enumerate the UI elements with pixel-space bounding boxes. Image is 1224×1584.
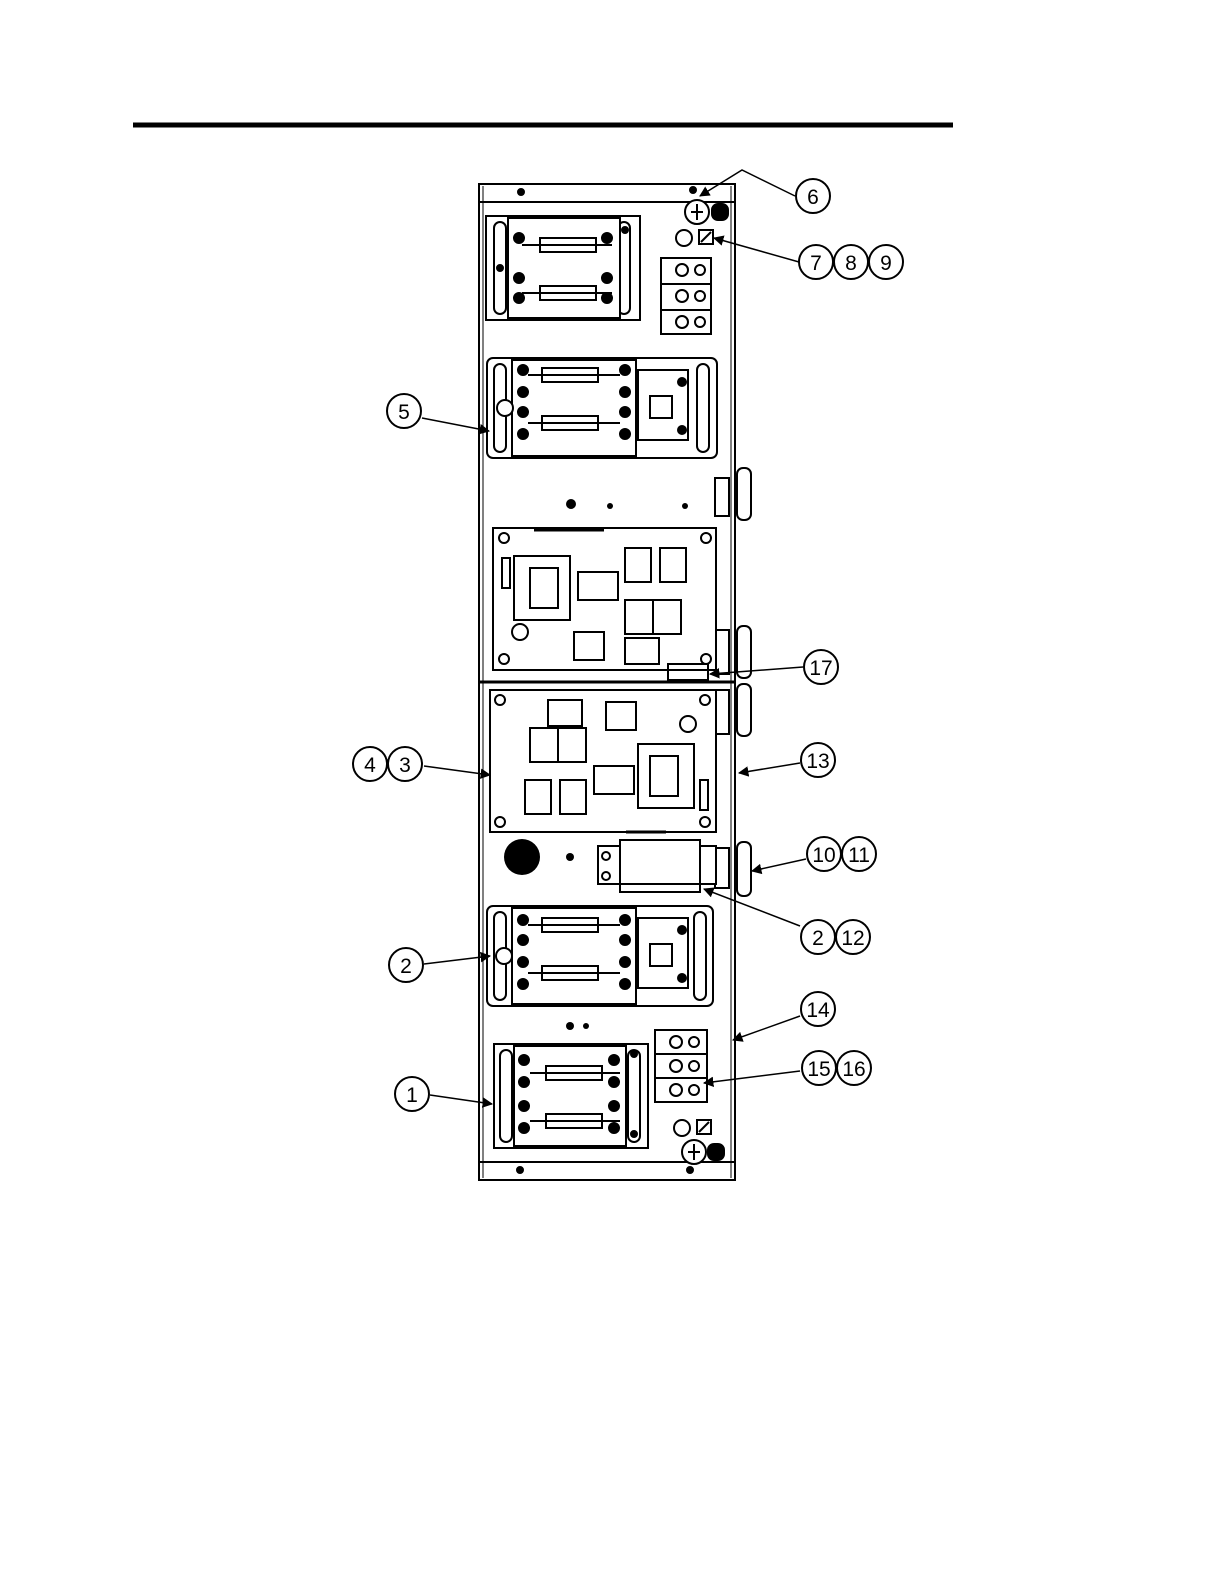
svg-text:2: 2 (812, 927, 824, 950)
knockouts (504, 839, 574, 875)
svg-text:6: 6 (807, 186, 819, 209)
callout-2-contactor: 2 (389, 948, 423, 982)
callout-13: 13 (801, 743, 835, 777)
callout-2-transformer: 2 (801, 920, 835, 954)
callout-11: 11 (842, 837, 876, 871)
svg-text:8: 8 (845, 252, 857, 275)
transformer (598, 840, 716, 892)
svg-text:14: 14 (806, 999, 830, 1022)
callout-15: 15 (802, 1051, 836, 1085)
svg-text:2: 2 (400, 955, 412, 978)
svg-text:17: 17 (809, 657, 832, 680)
terminal-block-bottom (655, 1030, 707, 1102)
callout-1: 1 (395, 1077, 429, 1111)
callout-17: 17 (804, 650, 838, 684)
svg-text:5: 5 (398, 401, 410, 424)
svg-text:7: 7 (810, 252, 822, 275)
mounting-holes-upper (566, 499, 688, 509)
callout-6: 6 (796, 179, 830, 213)
callout-5: 5 (387, 394, 421, 428)
terminal-block-top (661, 258, 711, 334)
contactor-overload-lower (487, 906, 713, 1006)
callout-16: 16 (837, 1051, 871, 1085)
ground-lug-bottom (674, 1120, 724, 1164)
mounting-holes-lower (566, 1022, 589, 1030)
callout-9: 9 (869, 245, 903, 279)
callout-4: 4 (353, 747, 387, 781)
svg-text:4: 4 (364, 754, 376, 777)
svg-text:9: 9 (880, 252, 892, 275)
control-board-upper (493, 528, 716, 680)
callout-12: 12 (836, 920, 870, 954)
callout-8: 8 (834, 245, 868, 279)
callout-14: 14 (801, 992, 835, 1026)
svg-text:10: 10 (812, 844, 835, 867)
contactor-overload-upper (487, 358, 717, 458)
svg-text:13: 13 (806, 750, 829, 773)
svg-text:12: 12 (841, 927, 864, 950)
contactor-top (486, 216, 640, 320)
control-board-lower (490, 690, 716, 832)
contactor-bottom (494, 1044, 648, 1148)
svg-text:16: 16 (842, 1058, 865, 1081)
svg-text:1: 1 (406, 1084, 418, 1107)
svg-text:11: 11 (848, 844, 870, 867)
svg-text:3: 3 (399, 754, 411, 777)
callout-10: 10 (807, 837, 841, 871)
callout-3: 3 (388, 747, 422, 781)
callout-7: 7 (799, 245, 833, 279)
svg-text:15: 15 (807, 1058, 830, 1081)
